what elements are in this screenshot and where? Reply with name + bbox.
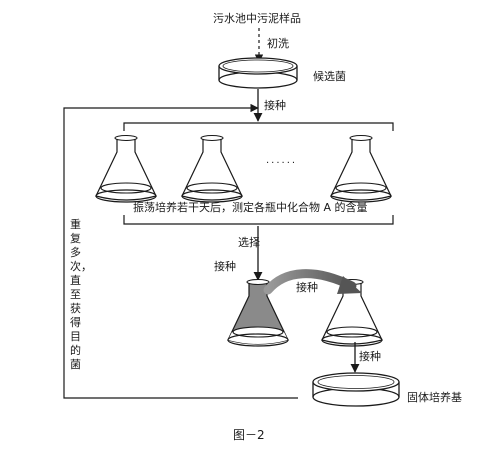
culture-flask-1 <box>95 134 157 203</box>
selected-flask <box>227 278 289 347</box>
initial-wash-label: 初洗 <box>267 37 289 50</box>
candidate-petri-dish <box>218 57 298 89</box>
figure-caption: 图－2 <box>233 428 265 442</box>
culture-flask-2 <box>181 134 243 203</box>
solid-medium-dish <box>312 372 400 407</box>
repeat-note-label: 重复多次，直至获得目的菌 <box>70 218 92 371</box>
select-label: 选择 <box>238 236 260 249</box>
transfer-curve-arrow <box>263 269 357 295</box>
inoculate-label-4: 接种 <box>359 350 381 363</box>
inoculate-label-1: 接种 <box>264 99 286 112</box>
flask-group-bracket <box>123 122 394 131</box>
inoculate-label-2: 接种 <box>214 260 236 273</box>
ellipsis-label: ...... <box>266 155 298 166</box>
candidate-label: 候选菌 <box>313 70 346 83</box>
transfer-curve-arrowhead <box>337 276 362 294</box>
culture-flask-n <box>330 134 392 203</box>
flask-group-bottom-bracket <box>123 215 394 225</box>
culture-note-label: 振荡培养若干天后，测定各瓶中化合物 A 的含量 <box>133 201 368 214</box>
enrichment-flask <box>321 278 383 347</box>
flask-row <box>95 134 392 203</box>
sample-label: 污水池中污泥样品 <box>213 12 301 25</box>
solid-medium-label: 固体培养基 <box>407 391 462 404</box>
lower-flasks <box>227 278 383 347</box>
feedback-loop-line <box>63 103 298 399</box>
inoculate-label-3: 接种 <box>296 281 318 294</box>
